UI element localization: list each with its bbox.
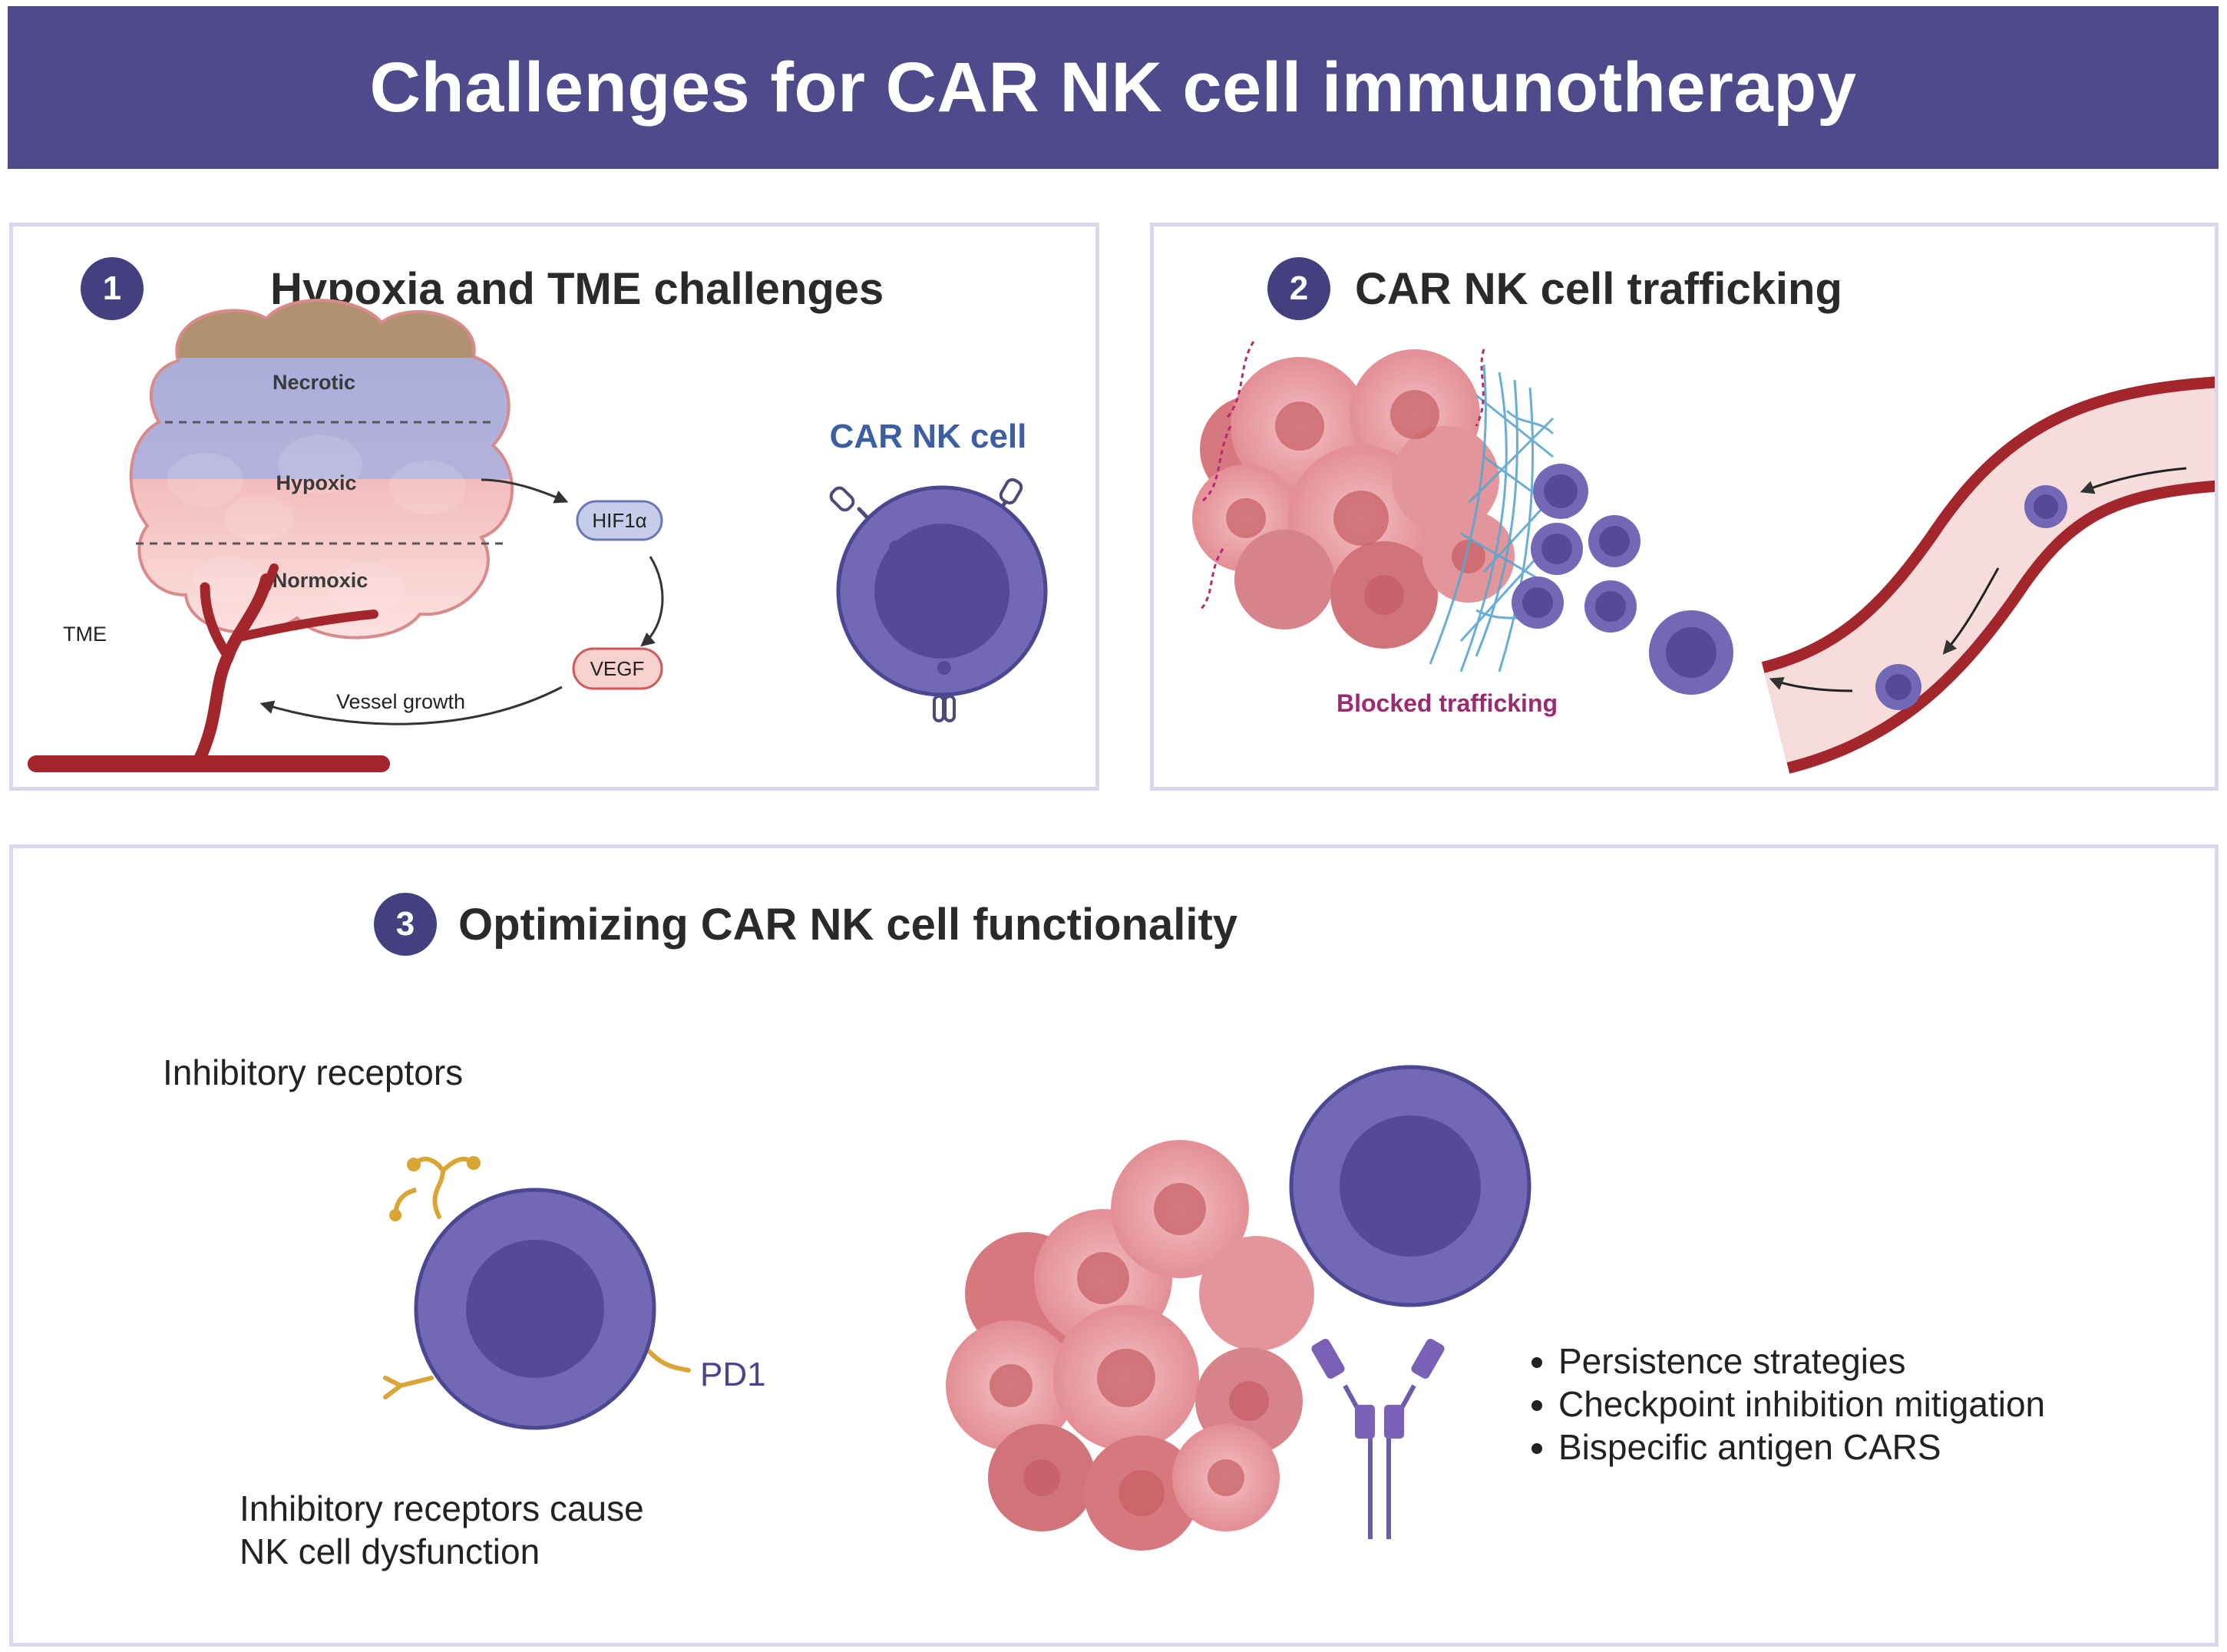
panel-number-badge: 1 <box>81 257 144 320</box>
dysfunction-caption: Inhibitory receptors cause NK cell dysfu… <box>240 1487 644 1573</box>
vegf-label: VEGF <box>590 657 645 680</box>
page-title: Challenges for CAR NK cell immunotherapy <box>369 48 1857 127</box>
tumor-cluster <box>1192 349 1515 649</box>
vegf-box <box>572 647 663 690</box>
panel-title: Hypoxia and TME challenges <box>270 264 884 314</box>
header-banner: Challenges for CAR NK cell immunotherapy <box>8 6 2219 169</box>
tumor-cluster <box>946 1140 1314 1551</box>
caption-line: NK cell dysfunction <box>240 1531 540 1571</box>
nk-cell-nucleus <box>466 1240 604 1378</box>
blood-vessel <box>1760 376 2215 774</box>
panel-title: CAR NK cell trafficking <box>1355 264 1842 314</box>
strategy-item: Persistence strategies <box>1558 1340 2045 1383</box>
panel-trafficking: 2 CAR NK cell trafficking <box>1150 223 2219 791</box>
nk-cells-blocked <box>1512 464 1733 695</box>
panel-hypoxia-tme: 1 Hypoxia and TME challenges Necrotic Hy… <box>9 223 1099 791</box>
nk-cell-nucleus <box>1340 1115 1481 1257</box>
strategy-item: Checkpoint inhibition mitigation <box>1558 1383 2045 1426</box>
tumor-mass <box>129 299 514 639</box>
zone-label-hypoxic: Hypoxic <box>276 471 356 494</box>
blocked-trafficking-label: Blocked trafficking <box>1337 689 1558 717</box>
panel-number-badge: 3 <box>374 893 437 956</box>
tme-label: TME <box>63 623 107 646</box>
panel-title: Optimizing CAR NK cell functionality <box>458 900 1238 950</box>
zone-label-normoxic: Normoxic <box>273 569 368 592</box>
blood-vessel <box>28 563 390 772</box>
inhibitory-receptors-label: Inhibitory receptors <box>163 1052 464 1092</box>
caption-line: Inhibitory receptors cause <box>240 1488 644 1528</box>
strategy-list: Persistence strategies Checkpoint inhibi… <box>1520 1340 2045 1469</box>
hif1a-box <box>576 500 663 541</box>
trafficking-diagram: Blocked trafficking <box>1192 341 2215 774</box>
strategy-item: Bispecific antigen CARS <box>1558 1426 2045 1469</box>
zone-label-necrotic: Necrotic <box>273 371 355 394</box>
hif1a-label: HIF1α <box>592 509 646 532</box>
nk-cell-nucleus <box>874 524 1009 659</box>
panel-number-badge: 2 <box>1267 257 1330 320</box>
pd1-label: PD1 <box>700 1356 766 1393</box>
vessel-growth-label: Vessel growth <box>336 690 465 713</box>
hypoxia-diagram: Necrotic Hypoxic Normoxic TME HIF1α VEGF… <box>28 299 1048 772</box>
functionality-diagram: PD1 <box>383 1065 1531 1551</box>
panel-functionality: 3 Optimizing CAR NK cell functionality I… <box>9 844 2219 1647</box>
car-nk-cell-label: CAR NK cell <box>830 418 1027 455</box>
collagen-fibers <box>1429 364 1570 672</box>
